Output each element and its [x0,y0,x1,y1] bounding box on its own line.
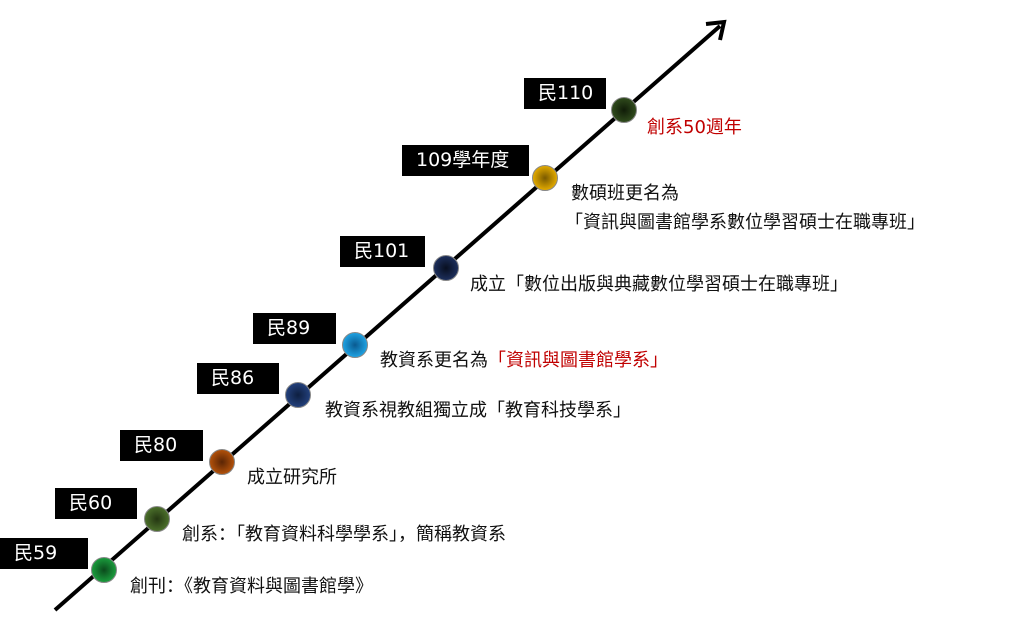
event-year-tag: 民59 [0,538,88,569]
event-description: 成立研究所 [247,467,337,488]
event-dot [144,506,170,532]
event-description: 創系：「教育資料科學學系」，簡稱教資系 [182,524,506,545]
event-description-line2: 「資訊與圖書館學系數位學習碩士在職專班」 [565,212,925,233]
event-description: 創刊：《教育資料與圖書館學》 [130,576,373,597]
event-year-tag: 民60 [55,488,137,519]
event-dot [433,255,459,281]
arrowhead-icon [705,19,727,41]
event-dot [532,165,558,191]
event-year-tag: 109學年度 [402,145,529,176]
event-year-tag: 民101 [340,236,425,267]
event-description: 數碩班更名為 [571,183,679,204]
event-description-text: 教資系更名為 [380,350,488,371]
event-description-highlight: 創系50週年 [647,117,742,138]
event-description: 成立「數位出版與典藏數位學習碩士在職專班」 [470,274,848,295]
event-description: 教資系視教組獨立成「教育科技學系」 [325,400,631,421]
event-description: 教資系更名為「資訊與圖書館學系」 [380,350,668,372]
event-year-tag: 民86 [197,363,279,394]
event-dot [342,332,368,358]
event-dot [611,97,637,123]
event-dot [285,382,311,408]
event-dot [91,557,117,583]
event-year-tag: 民110 [524,78,606,109]
event-description-highlight: 「資訊與圖書館學系」 [488,350,668,371]
event-year-tag: 民89 [253,313,336,344]
event-year-tag: 民80 [120,430,203,461]
event-dot [209,449,235,475]
